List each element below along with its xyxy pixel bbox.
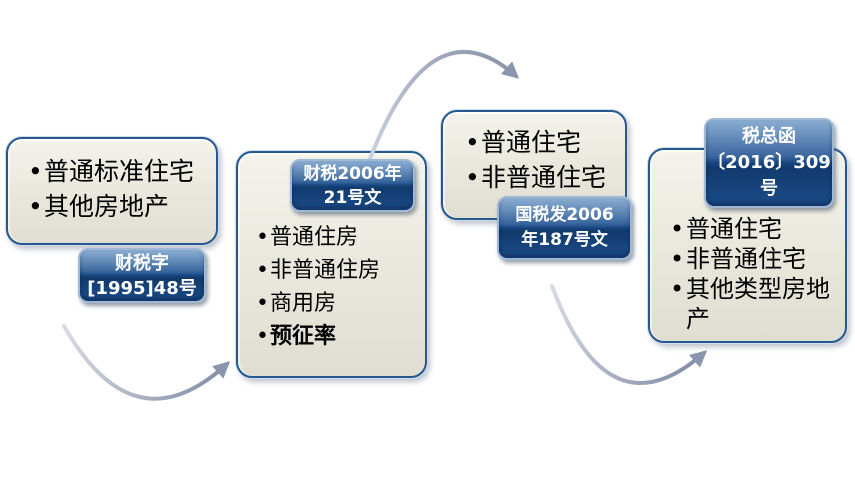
bullet-marker: • xyxy=(670,275,685,303)
bullet-item: • 商用房 xyxy=(256,287,419,320)
label-line: 财税2006年 xyxy=(303,163,402,184)
bullet-item: • 普通住房 xyxy=(256,221,419,254)
policy-label-caishuizi-1995-48: 财税字 [1995]48号 xyxy=(78,248,206,303)
bullet-text: 非普通住宅 xyxy=(481,163,607,192)
bullet-item: • 其他类型房地产 xyxy=(670,274,839,334)
label-line: 财税字 xyxy=(115,252,169,274)
label-line: 21号文 xyxy=(323,187,382,208)
bullet-marker: • xyxy=(28,192,43,221)
bullet-item: • 其他房地产 xyxy=(28,189,210,224)
policy-label-guoshuifa-2006-187: 国税发2006 年187号文 xyxy=(497,196,632,260)
bullet-marker: • xyxy=(256,324,269,349)
bullet-text: 非普通住宅 xyxy=(686,245,806,273)
label-line: 国税发2006 xyxy=(515,205,614,225)
bullet-marker: • xyxy=(28,157,43,186)
bullet-marker: • xyxy=(256,258,269,283)
bullet-item: • 普通标准住宅 xyxy=(28,154,210,189)
bullet-list: • 普通住房 • 非普通住房 • 商用房 • 预征率 xyxy=(238,153,425,353)
bullet-text: 其他房地产 xyxy=(44,192,170,221)
bullet-text: 商用房 xyxy=(270,291,337,316)
bullet-marker: • xyxy=(256,225,269,250)
bullet-item: • 预征率 xyxy=(256,320,419,353)
bullet-item: • 普通住宅 xyxy=(465,125,619,160)
bullet-item: • 非普通住房 xyxy=(256,254,419,287)
label-line: [1995]48号 xyxy=(87,277,197,299)
bullet-list: • 普通住宅 • 非普通住宅 xyxy=(443,112,625,195)
bullet-list: • 普通住宅 • 非普通住宅 • 其他类型房地产 xyxy=(650,150,845,334)
policy-card-1995: • 普通标准住宅 • 其他房地产 xyxy=(6,137,218,245)
bullet-marker: • xyxy=(256,291,269,316)
bullet-list: • 普通标准住宅 • 其他房地产 xyxy=(8,139,216,224)
bullet-text: 预征率 xyxy=(270,323,337,349)
policy-label-caishui-2006-21: 财税2006年 21号文 xyxy=(290,159,415,212)
bullet-marker: • xyxy=(465,163,480,192)
label-line: 税总函 xyxy=(742,126,796,147)
curved-arrow-card1-to-card2 xyxy=(62,324,231,401)
bullet-text: 普通住房 xyxy=(270,225,359,250)
label-line: 年187号文 xyxy=(521,230,608,250)
bullet-marker: • xyxy=(465,128,480,157)
bullet-item: • 非普通住宅 xyxy=(465,160,619,195)
bullet-text: 非普通住房 xyxy=(270,258,381,283)
policy-label-shuizonghan-2016-309: 税总函 〔2016〕309 号 xyxy=(704,118,834,208)
label-line: 号 xyxy=(760,178,778,199)
bullet-marker: • xyxy=(670,245,685,273)
bullet-text: 普通住宅 xyxy=(481,128,582,157)
label-line: 〔2016〕309 xyxy=(707,152,831,173)
bullet-marker: • xyxy=(670,215,685,243)
bullet-item: • 普通住宅 xyxy=(670,214,839,244)
bullet-text: 其他类型房地产 xyxy=(686,275,830,333)
bullet-text: 普通标准住宅 xyxy=(44,157,195,186)
bullet-item: • 非普通住宅 xyxy=(670,244,839,274)
bullet-text: 普通住宅 xyxy=(686,215,782,243)
